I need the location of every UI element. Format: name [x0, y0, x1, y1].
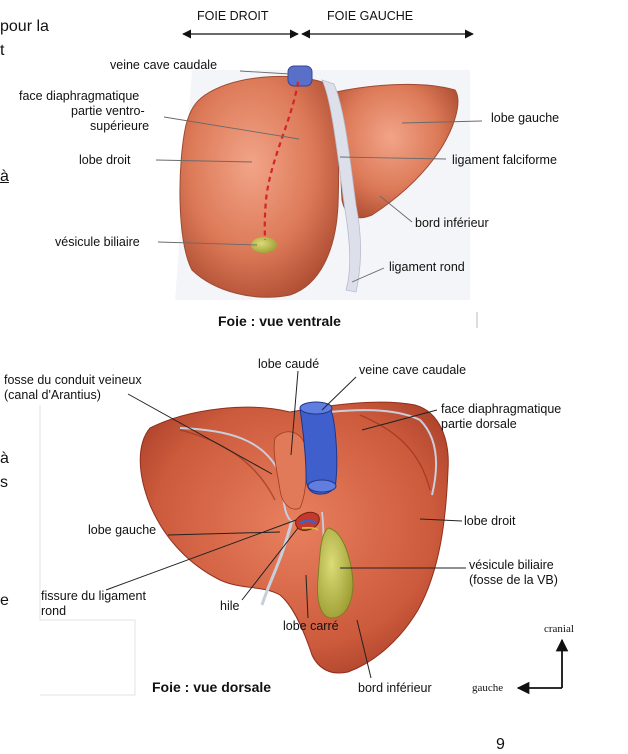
cantlie-line [263, 81, 300, 241]
header-foie-droit: FOIE DROIT [197, 9, 269, 23]
edge-text-top2: t [0, 42, 5, 59]
label-lobe-caude: lobe caudé [258, 357, 320, 371]
label-bord-inferieur-dorsal: bord inférieur [358, 681, 432, 695]
label-vesicule-dorsal-2: (fosse de la VB) [469, 573, 558, 587]
caudate-lobe [273, 431, 307, 510]
label-lobe-droit-dorsal: lobe droit [464, 514, 516, 528]
label-veine-cave-ventral: veine cave caudale [110, 58, 218, 72]
label-fosse-conduit-2: (canal d'Arantius) [4, 388, 101, 402]
label-cranial: cranial [544, 623, 574, 635]
falciform-ligament [321, 79, 361, 293]
label-lobe-droit-ventral: lobe droit [79, 153, 131, 167]
edge-text-left-b: s [0, 474, 8, 491]
caption-dorsal: Foie : vue dorsale [152, 679, 272, 695]
label-lobe-carre: lobe carré [283, 619, 339, 633]
edge-text-left-c: e [0, 592, 9, 609]
edge-text-top1: pour la [0, 18, 49, 35]
label-fosse-conduit-1: fosse du conduit veineux [4, 373, 142, 387]
edge-text-mid: à [0, 168, 9, 185]
label-face-diaph-ventral-2: partie ventro- [71, 104, 145, 118]
label-hile: hile [220, 599, 240, 613]
label-veine-cave-dorsal: veine cave caudale [359, 363, 467, 377]
label-bord-inferieur-ventral: bord inférieur [415, 216, 489, 230]
page-number: 9 [496, 736, 505, 753]
dorsal-liver-body [139, 401, 449, 674]
label-vesicule-ventral: vésicule biliaire [55, 235, 140, 249]
label-ligament-falciforme: ligament falciforme [452, 153, 557, 167]
caption-ventral: Foie : vue ventrale [218, 313, 341, 329]
label-fissure-1: fissure du ligament [41, 589, 146, 603]
header-foie-gauche: FOIE GAUCHE [327, 9, 414, 23]
ventral-vena-cava [287, 65, 313, 87]
dorsal-vena-cava [299, 407, 338, 495]
label-face-diaph-dorsal-1: face diaphragmatique [441, 402, 562, 416]
label-face-diaph-ventral-3: supérieure [90, 119, 150, 133]
ventral-right-lobe [179, 75, 340, 298]
ventral-gallbladder [251, 237, 277, 253]
dorsal-liver [39, 401, 449, 696]
label-ligament-rond: ligament rond [389, 260, 465, 274]
label-face-diaph-dorsal-2: partie dorsale [441, 417, 517, 431]
label-gauche: gauche [472, 682, 504, 694]
label-vesicule-dorsal-1: vésicule biliaire [469, 558, 554, 572]
label-face-diaph-ventral-1: face diaphragmatique [19, 89, 140, 103]
label-lobe-gauche-ventral: lobe gauche [491, 111, 560, 125]
label-fissure-2: rond [41, 604, 67, 618]
edge-text-left-a: à [0, 450, 9, 467]
ventral-liver [175, 65, 470, 300]
dorsal-gallbladder [317, 527, 354, 619]
label-lobe-gauche-dorsal: lobe gauche [88, 523, 157, 537]
